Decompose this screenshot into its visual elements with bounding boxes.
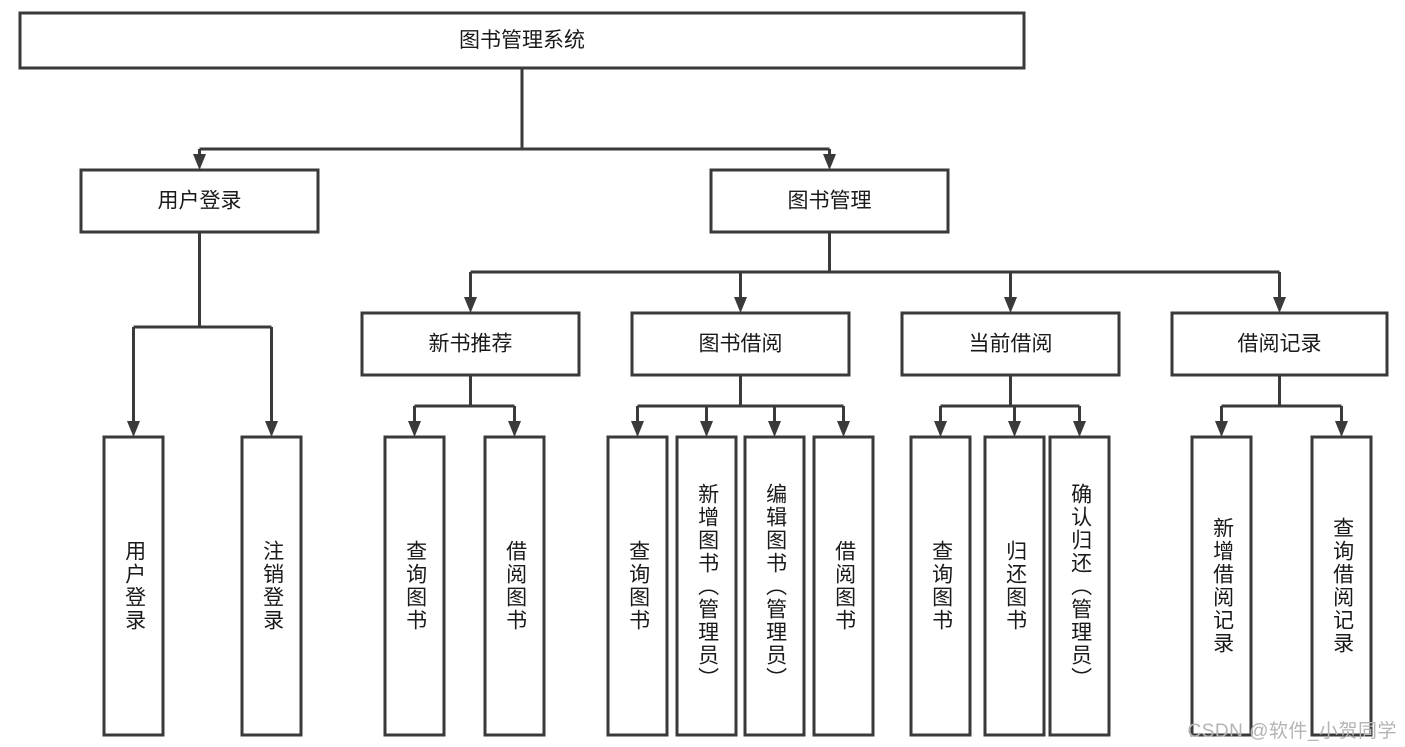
node-label-current-borrow: 当前借阅	[969, 333, 1053, 356]
arrow-head-leaf-add-borrow-record	[1215, 421, 1228, 437]
arrow-head-leaf-query-book-cur	[934, 421, 947, 437]
node-box-leaf-user-login[interactable]	[102, 435, 165, 737]
boxes-layer	[18, 11, 1389, 737]
node-box-leaf-borrow-book-rec[interactable]	[483, 435, 546, 737]
node-box-borrow-record[interactable]	[1170, 311, 1389, 377]
arrow-head-leaf-logout-login	[265, 421, 278, 437]
node-box-leaf-add-book-admin[interactable]	[675, 435, 738, 737]
csdn-watermark: CSDN @软件_小贺同学	[1187, 721, 1397, 742]
arrow-head-leaf-user-login	[127, 421, 140, 437]
node-label-book-manage: 图书管理	[788, 190, 872, 213]
node-box-root[interactable]	[18, 11, 1026, 70]
node-box-leaf-return-book[interactable]	[983, 435, 1046, 737]
node-box-user-login[interactable]	[79, 168, 320, 234]
node-box-leaf-borrow-book[interactable]	[812, 435, 875, 737]
node-box-leaf-query-borrow-record[interactable]	[1310, 435, 1373, 737]
arrow-head-user-login	[193, 154, 206, 170]
arrow-head-leaf-confirm-return-admin	[1073, 421, 1086, 437]
arrow-head-leaf-query-book-rec	[408, 421, 421, 437]
arrow-head-leaf-query-book-borrow	[631, 421, 644, 437]
arrow-head-leaf-query-borrow-record	[1335, 421, 1348, 437]
node-label-root: 图书管理系统	[459, 29, 585, 52]
node-box-book-manage[interactable]	[709, 168, 950, 234]
arrow-head-book-borrow	[734, 297, 747, 313]
arrow-head-leaf-return-book	[1008, 421, 1021, 437]
node-label-book-borrow: 图书借阅	[699, 333, 783, 356]
node-box-leaf-query-book-borrow[interactable]	[606, 435, 669, 737]
node-box-leaf-edit-book-admin[interactable]	[743, 435, 806, 737]
node-box-book-borrow[interactable]	[630, 311, 851, 377]
node-label-borrow-record: 借阅记录	[1238, 333, 1322, 356]
arrow-head-leaf-borrow-book-rec	[508, 421, 521, 437]
connectors-layer	[127, 68, 1348, 437]
node-box-leaf-logout-login[interactable]	[240, 435, 303, 737]
arrow-head-book-manage	[823, 154, 836, 170]
node-label-user-login: 用户登录	[158, 190, 242, 213]
arrow-head-borrow-record	[1273, 297, 1286, 313]
node-box-leaf-confirm-return-admin[interactable]	[1048, 435, 1111, 737]
node-box-leaf-query-book-cur[interactable]	[909, 435, 972, 737]
node-box-leaf-query-book-rec[interactable]	[383, 435, 446, 737]
node-label-new-book-rec: 新书推荐	[429, 333, 513, 356]
node-box-leaf-add-borrow-record[interactable]	[1190, 435, 1253, 737]
arrow-head-current-borrow	[1004, 297, 1017, 313]
node-box-current-borrow[interactable]	[900, 311, 1121, 377]
arrow-head-leaf-add-book-admin	[700, 421, 713, 437]
arrow-head-leaf-borrow-book	[837, 421, 850, 437]
node-box-new-book-rec[interactable]	[360, 311, 581, 377]
arrow-head-leaf-edit-book-admin	[768, 421, 781, 437]
arrow-head-new-book-rec	[464, 297, 477, 313]
